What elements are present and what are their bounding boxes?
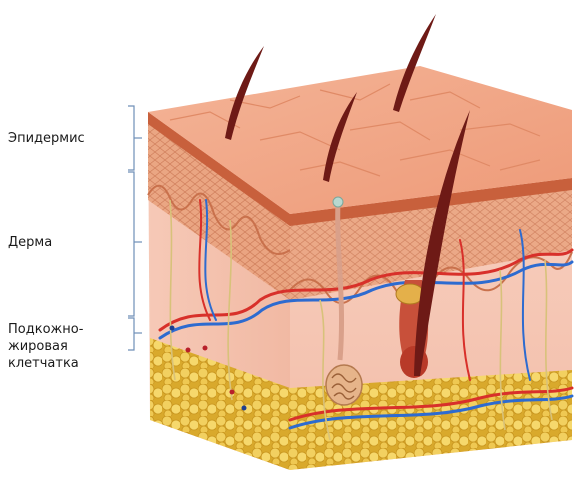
label-dermis: Дерма [8, 234, 52, 251]
label-epidermis: Эпидермис [8, 130, 85, 147]
label-brackets [128, 106, 142, 350]
label-subcutaneous: Подкожно- жировая клетчатка [8, 321, 118, 372]
